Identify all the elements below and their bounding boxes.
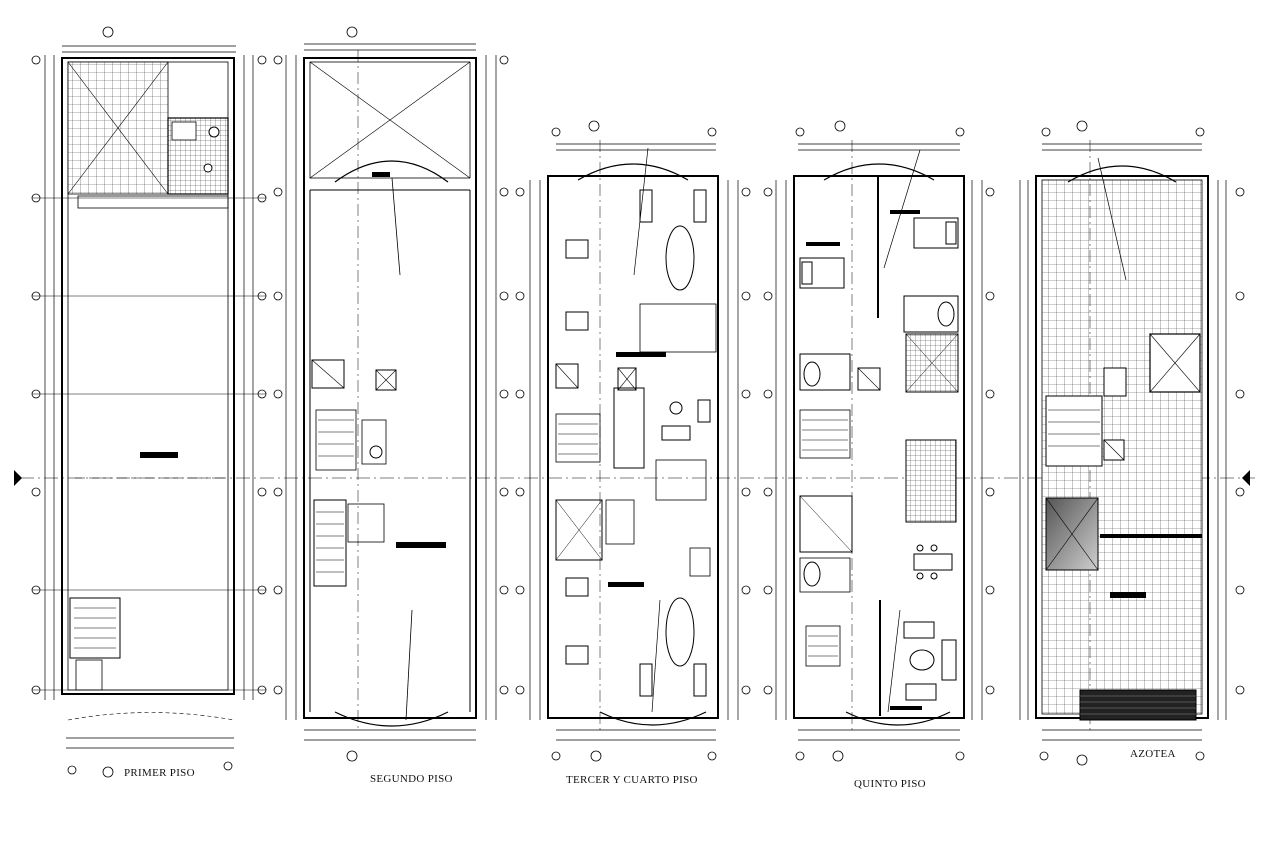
plan-label-quinto-piso: QUINTO PISO xyxy=(854,778,926,790)
plan-quinto-piso xyxy=(763,120,995,762)
axis-arrow-left xyxy=(14,470,22,486)
plan-label-primer-piso: PRIMER PISO xyxy=(124,767,195,779)
plan-segundo-piso xyxy=(273,26,509,762)
plan-label-azotea: AZOTEA xyxy=(1130,748,1176,760)
plan-label-tercer-cuarto-piso: TERCER Y CUARTO PISO xyxy=(566,774,698,786)
axis-arrow-right xyxy=(1242,470,1250,486)
plan-azotea xyxy=(1019,120,1245,766)
plan-label-segundo-piso: SEGUNDO PISO xyxy=(370,773,453,785)
plan-tercer-cuarto-piso xyxy=(515,120,751,762)
plan-primer-piso xyxy=(31,26,267,778)
